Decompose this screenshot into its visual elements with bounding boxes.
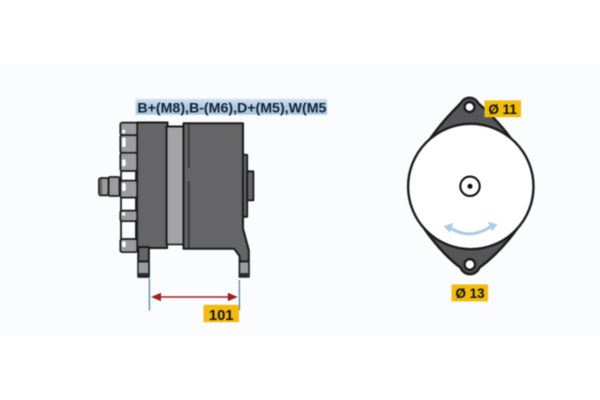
- svg-text:Ø 11: Ø 11: [489, 102, 518, 117]
- svg-text:B+(M8),B-(M6),D+(M5),W(M5: B+(M8),B-(M6),D+(M5),W(M5: [137, 100, 327, 115]
- svg-text:Ø 13: Ø 13: [456, 286, 485, 301]
- svg-text:101: 101: [209, 308, 234, 324]
